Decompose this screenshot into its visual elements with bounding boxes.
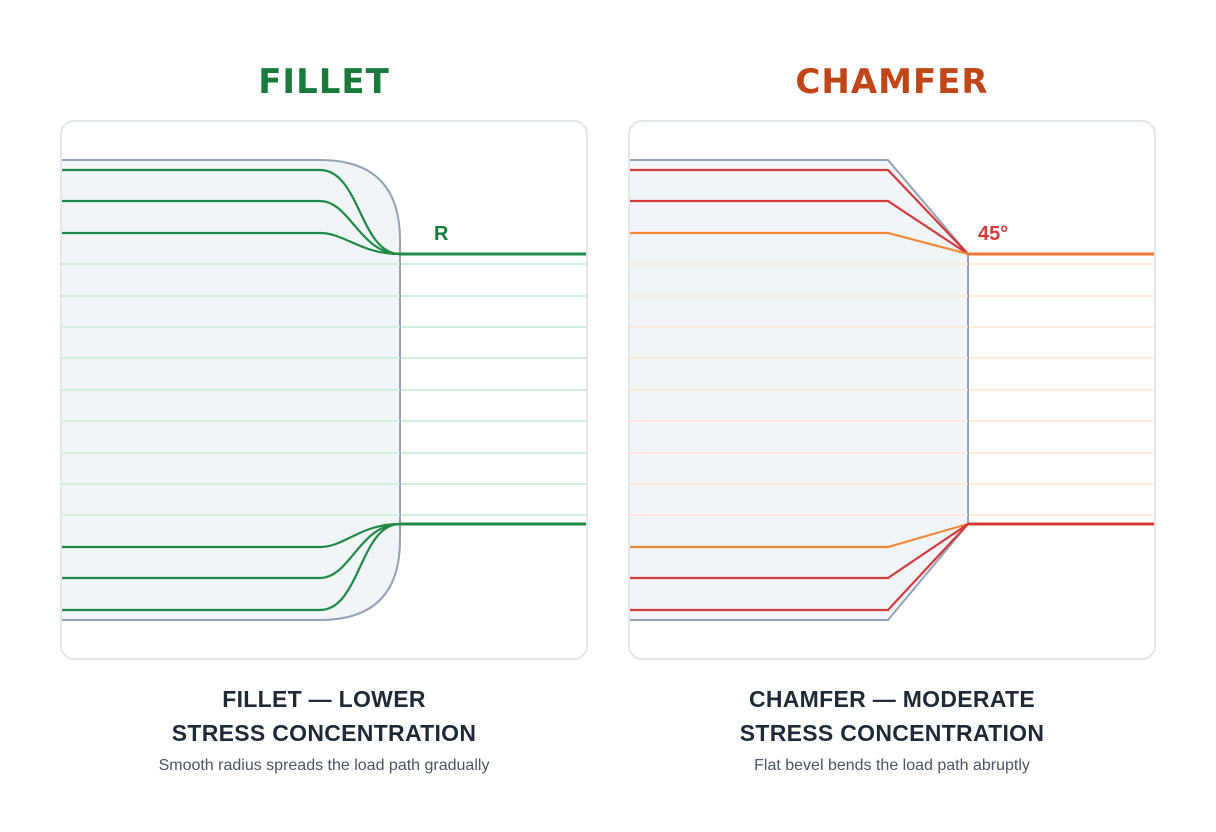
chamfer-caption-line2: STRESS CONCENTRATION (739, 720, 1045, 746)
chamfer-flow-lines (630, 168, 969, 612)
fillet-caption: FILLET — LOWER STRESS CONCENTRATION (60, 682, 588, 750)
chamfer-diagram-frame: 45° (628, 120, 1156, 660)
chamfer-panel: CHAMFER (628, 0, 1156, 832)
fillet-diagram: R (62, 159, 586, 621)
fillet-radius-label: R (434, 223, 449, 245)
chamfer-diagram: 45° (630, 159, 1154, 621)
fillet-flow-lines (62, 168, 401, 612)
chamfer-description: Flat bevel bends the load path abruptly (754, 757, 1030, 774)
fillet-caption-line1: FILLET — LOWER (222, 686, 426, 712)
chamfer-caption-line1: CHAMFER — MODERATE (748, 686, 1036, 712)
fillet-description: Smooth radius spreads the load path grad… (158, 757, 490, 774)
fillet-title: FILLET (258, 62, 390, 102)
chamfer-title: CHAMFER (795, 62, 989, 102)
fillet-caption-line2: STRESS CONCENTRATION (171, 720, 477, 746)
chamfer-caption: CHAMFER — MODERATE STRESS CONCENTRATION (628, 682, 1156, 750)
chamfer-angle-label: 45° (978, 223, 1008, 245)
fillet-diagram-frame: R (60, 120, 588, 660)
fillet-panel: FILLET (60, 0, 588, 832)
